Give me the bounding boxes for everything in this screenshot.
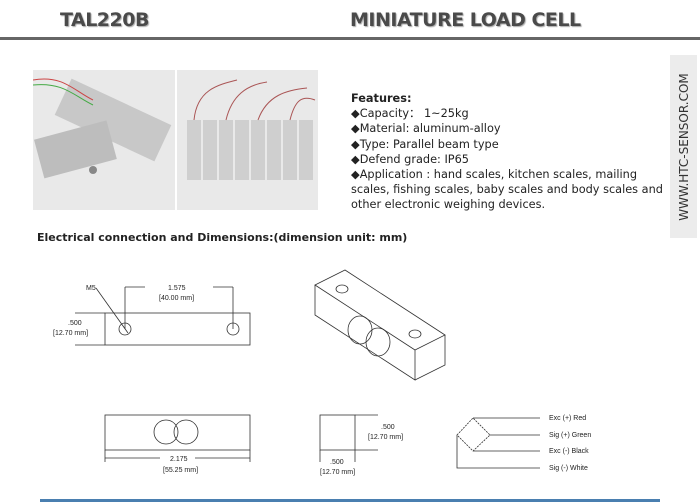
isometric-drawing bbox=[314, 269, 446, 381]
length-in: 2.175 bbox=[170, 456, 188, 463]
section-heading: Electrical connection and Dimensions:(di… bbox=[37, 231, 408, 244]
hole-spacing-in: 1.575 bbox=[168, 285, 186, 292]
wire-exc-plus: Exc (+) Red bbox=[549, 415, 586, 422]
page-title: MINIATURE LOAD CELL bbox=[350, 9, 581, 31]
wire-exc-minus: Exc (-) Black bbox=[549, 448, 589, 455]
wire-sig-minus: Sig (-) White bbox=[549, 465, 588, 472]
product-photo-single bbox=[32, 70, 175, 210]
width-mm: [12.70 mm] bbox=[320, 469, 355, 476]
product-photo-group bbox=[177, 70, 318, 210]
feature-item: ◆Defend grade: IP65 bbox=[351, 152, 469, 166]
height-mm: [12.70 mm] bbox=[53, 330, 88, 337]
width-in-right: .500 bbox=[381, 424, 395, 431]
length-mm: [55.25 mm] bbox=[163, 467, 198, 474]
model-title: TAL220B bbox=[60, 9, 149, 31]
website-text: WWW.HTC-SENSOR.COM bbox=[676, 72, 691, 221]
side-view-drawing: 2.175 [55.25 mm] bbox=[104, 414, 251, 474]
top-view-drawing: M5 1.575 [40.00 mm] .500 [12.70 mm] bbox=[53, 285, 251, 346]
wiring-diagram: Exc (+) Red Sig (+) Green Exc (-) Black … bbox=[456, 415, 591, 472]
features-heading: Features: bbox=[351, 92, 412, 105]
feature-item: ◆Material: aluminum-alloy bbox=[351, 122, 501, 136]
feature-item: ◆Application : hand scales, kitchen scal… bbox=[351, 168, 663, 212]
width-in: .500 bbox=[330, 459, 344, 466]
website-banner: WWW.HTC-SENSOR.COM bbox=[670, 55, 697, 238]
hole-spacing-mm: [40.00 mm] bbox=[159, 295, 194, 302]
footer-rule bbox=[40, 499, 660, 502]
width-mm-right: [12.70 mm] bbox=[368, 434, 403, 441]
wire-sig-plus: Sig (+) Green bbox=[549, 432, 591, 439]
header-rule bbox=[0, 37, 700, 40]
height-in: .500 bbox=[68, 320, 82, 327]
feature-item: ◆Capacity： 1~25kg bbox=[351, 107, 469, 121]
features-list: Features: ◆Capacity： 1~25kg ◆Material: a… bbox=[351, 91, 671, 213]
thread-label: M5 bbox=[86, 285, 96, 292]
feature-item: ◆Type: Parallel beam type bbox=[351, 137, 499, 151]
end-view-drawing: .500 [12.70 mm] .500 [12.70 mm] bbox=[319, 414, 403, 476]
dimension-drawings: M5 1.575 [40.00 mm] .500 [12.70 mm] 2.17… bbox=[53, 269, 591, 476]
